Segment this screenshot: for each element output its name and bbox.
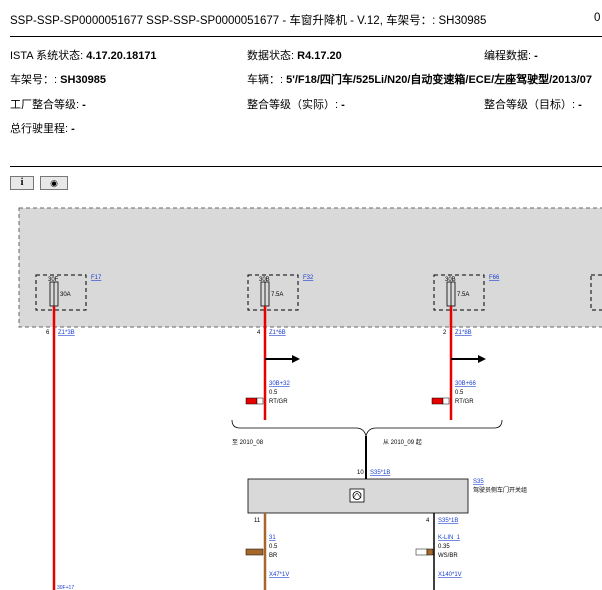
svg-text:BR: BR (269, 553, 278, 559)
svg-text:30F+17: 30F+17 (57, 585, 74, 590)
vehicle: 车辆：: 5'/F18/四门车/525Li/N20/自动变速箱/ECE/左座驾驶… (247, 74, 592, 86)
vin: 车架号：: SH30985 (10, 74, 106, 86)
programming-data: 编程数据: - (484, 50, 538, 62)
ista-status: ISTA 系统状态: 4.17.20.18171 (10, 50, 157, 62)
svg-text:2: 2 (443, 330, 447, 336)
fuse-f66: 30B 7.5A F66 (433, 274, 500, 311)
view-eye-button[interactable]: ◉ (40, 176, 68, 190)
svg-text:30A: 30A (60, 292, 71, 298)
svg-text:Z1*6B: Z1*6B (269, 330, 286, 336)
svg-text:S35*1B: S35*1B (438, 518, 458, 524)
svg-text:7.5A: 7.5A (457, 292, 469, 298)
svg-text:7.5A: 7.5A (271, 292, 283, 298)
svg-text:X47*1V: X47*1V (269, 572, 289, 578)
svg-text:30F: 30F (48, 277, 59, 283)
data-status: 数据状态: R4.17.20 (247, 50, 342, 62)
svg-text:RT/GR: RT/GR (455, 399, 474, 405)
svg-text:30B+66: 30B+66 (455, 381, 477, 387)
target-integration-level: 整合等级（目标）: - (484, 99, 582, 111)
svg-text:S35*1B: S35*1B (370, 470, 390, 476)
info-divider (10, 166, 602, 167)
svg-text:驾驶员侧车门开关组: 驾驶员侧车门开关组 (473, 486, 527, 494)
header-divider (10, 36, 602, 37)
svg-text:4: 4 (257, 330, 261, 336)
svg-text:F32: F32 (303, 275, 314, 281)
svg-text:从 2010_09 起: 从 2010_09 起 (383, 438, 422, 446)
svg-text:4: 4 (426, 518, 430, 524)
svg-text:30B: 30B (259, 277, 270, 283)
svg-text:30B+32: 30B+32 (269, 381, 291, 387)
actual-integration-level: 整合等级（实际）: - (247, 99, 345, 111)
total-mileage: 总行驶里程: - (10, 123, 75, 135)
wire-color-swatch-2 (431, 397, 444, 405)
svg-text:0.5: 0.5 (269, 544, 278, 550)
svg-text:Z1*8B: Z1*8B (455, 330, 472, 336)
svg-text:Z1*3B: Z1*3B (58, 330, 75, 336)
svg-text:K-LIN_1: K-LIN_1 (438, 535, 461, 541)
svg-text:S35: S35 (473, 479, 484, 485)
svg-text:0.5: 0.5 (455, 390, 464, 396)
svg-text:WS/BR: WS/BR (438, 553, 458, 559)
arrow-right-1 (265, 355, 300, 363)
svg-text:F66: F66 (489, 275, 500, 281)
window-title-trailing: 0 (594, 12, 601, 24)
supply-panel (18, 207, 602, 328)
fuse-f17: 30F 30A F17 (35, 274, 102, 311)
switch-icon (349, 488, 365, 503)
svg-text:11: 11 (254, 518, 261, 524)
svg-text:F17: F17 (91, 275, 102, 281)
arrow-right-2 (451, 355, 486, 363)
svg-text:0.5: 0.5 (269, 390, 278, 396)
info-button[interactable]: i (10, 176, 34, 190)
svg-text:0.35: 0.35 (438, 544, 450, 550)
variant-brace (231, 419, 503, 437)
svg-text:RT/GR: RT/GR (269, 399, 288, 405)
svg-text:10: 10 (357, 470, 364, 476)
svg-text:31: 31 (269, 535, 276, 541)
wire-color-swatch-1 (245, 397, 258, 405)
svg-text:至 2010_08: 至 2010_08 (232, 439, 264, 446)
svg-text:X140*1V: X140*1V (438, 572, 462, 578)
wire-color-swatch-4 (415, 548, 428, 556)
window-title: SSP-SSP-SP0000051677 SSP-SSP-SP000005167… (10, 15, 487, 27)
svg-text:30B: 30B (445, 277, 456, 283)
fuse-partial (590, 274, 602, 311)
svg-text:6: 6 (46, 330, 50, 336)
wire-color-swatch-3 (245, 548, 264, 556)
factory-integration-level: 工厂整合等级: - (10, 99, 86, 111)
